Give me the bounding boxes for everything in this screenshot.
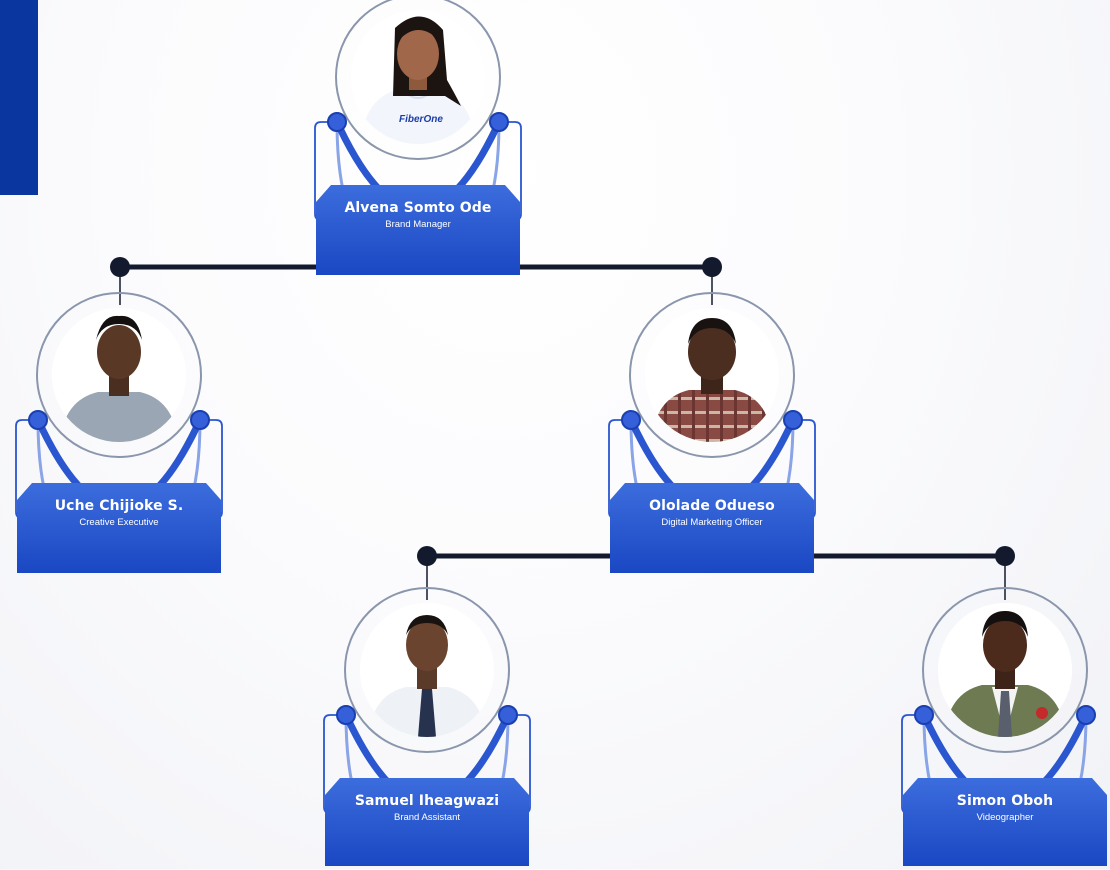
accent-bar (0, 0, 38, 195)
member-card-brand-manager: FiberOne Alvena Somto Ode Brand Manager (303, 0, 533, 277)
member-card-videographer: Simon Oboh Videographer (890, 580, 1110, 870)
connector-node (702, 257, 722, 277)
member-name: Ololade Odueso (649, 497, 775, 514)
member-role: Digital Marketing Officer (661, 516, 763, 528)
connector-node (110, 257, 130, 277)
connector-node (417, 546, 437, 566)
card-frame (15, 292, 223, 573)
nameplate: Alvena Somto Ode Brand Manager (318, 188, 518, 242)
member-name: Alvena Somto Ode (344, 199, 492, 216)
member-photo (52, 308, 186, 442)
nameplate: Simon Oboh Videographer (905, 781, 1105, 835)
member-photo: FiberOne (351, 10, 485, 144)
nameplate: Ololade Odueso Digital Marketing Officer (612, 486, 812, 540)
member-card-digital-marketing-officer: Ololade Odueso Digital Marketing Officer (597, 285, 827, 575)
member-name: Simon Oboh (956, 792, 1054, 809)
member-photo (645, 308, 779, 442)
member-role: Brand Manager (385, 218, 451, 230)
card-frame (608, 292, 816, 573)
member-card-brand-assistant: Samuel Iheagwazi Brand Assistant (312, 580, 542, 870)
member-role: Creative Executive (79, 516, 159, 528)
card-frame (901, 587, 1107, 866)
member-name: Uche Chijioke S. (54, 497, 184, 514)
member-card-creative-executive: Uche Chijioke S. Creative Executive (4, 285, 234, 575)
member-photo (938, 603, 1072, 737)
member-name: Samuel Iheagwazi (354, 792, 500, 809)
member-role: Brand Assistant (393, 811, 460, 823)
connector-node (995, 546, 1015, 566)
member-role: Videographer (976, 811, 1034, 823)
card-frame (314, 0, 522, 275)
hoodie-logo-text: FiberOne (399, 114, 443, 125)
nameplate: Uche Chijioke S. Creative Executive (19, 486, 219, 540)
nameplate: Samuel Iheagwazi Brand Assistant (327, 781, 527, 835)
member-photo (360, 603, 494, 737)
card-frame (323, 587, 531, 866)
